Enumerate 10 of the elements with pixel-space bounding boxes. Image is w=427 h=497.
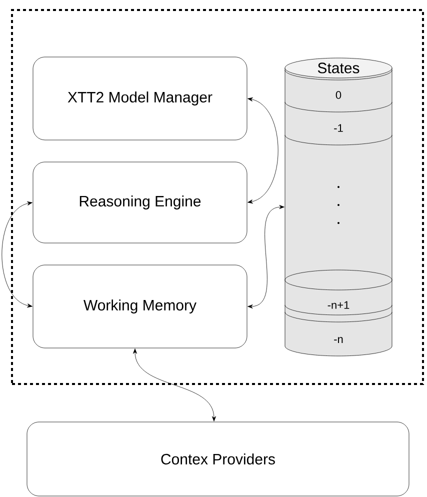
- arrow: [133, 348, 216, 422]
- arrow: [2, 201, 32, 308]
- dashed-frame: [11, 9, 424, 385]
- process-box: Contex Providers: [26, 422, 410, 496]
- arrow: [248, 205, 284, 308]
- process-box: Reasoning Engine: [32, 162, 248, 244]
- process-box: XTT2 Model Manager: [32, 56, 248, 140]
- process-box: Working Memory: [32, 264, 248, 348]
- cylinder-stack: States 0 -1 -n+1 -n: [284, 58, 392, 356]
- arrow: [248, 97, 278, 204]
